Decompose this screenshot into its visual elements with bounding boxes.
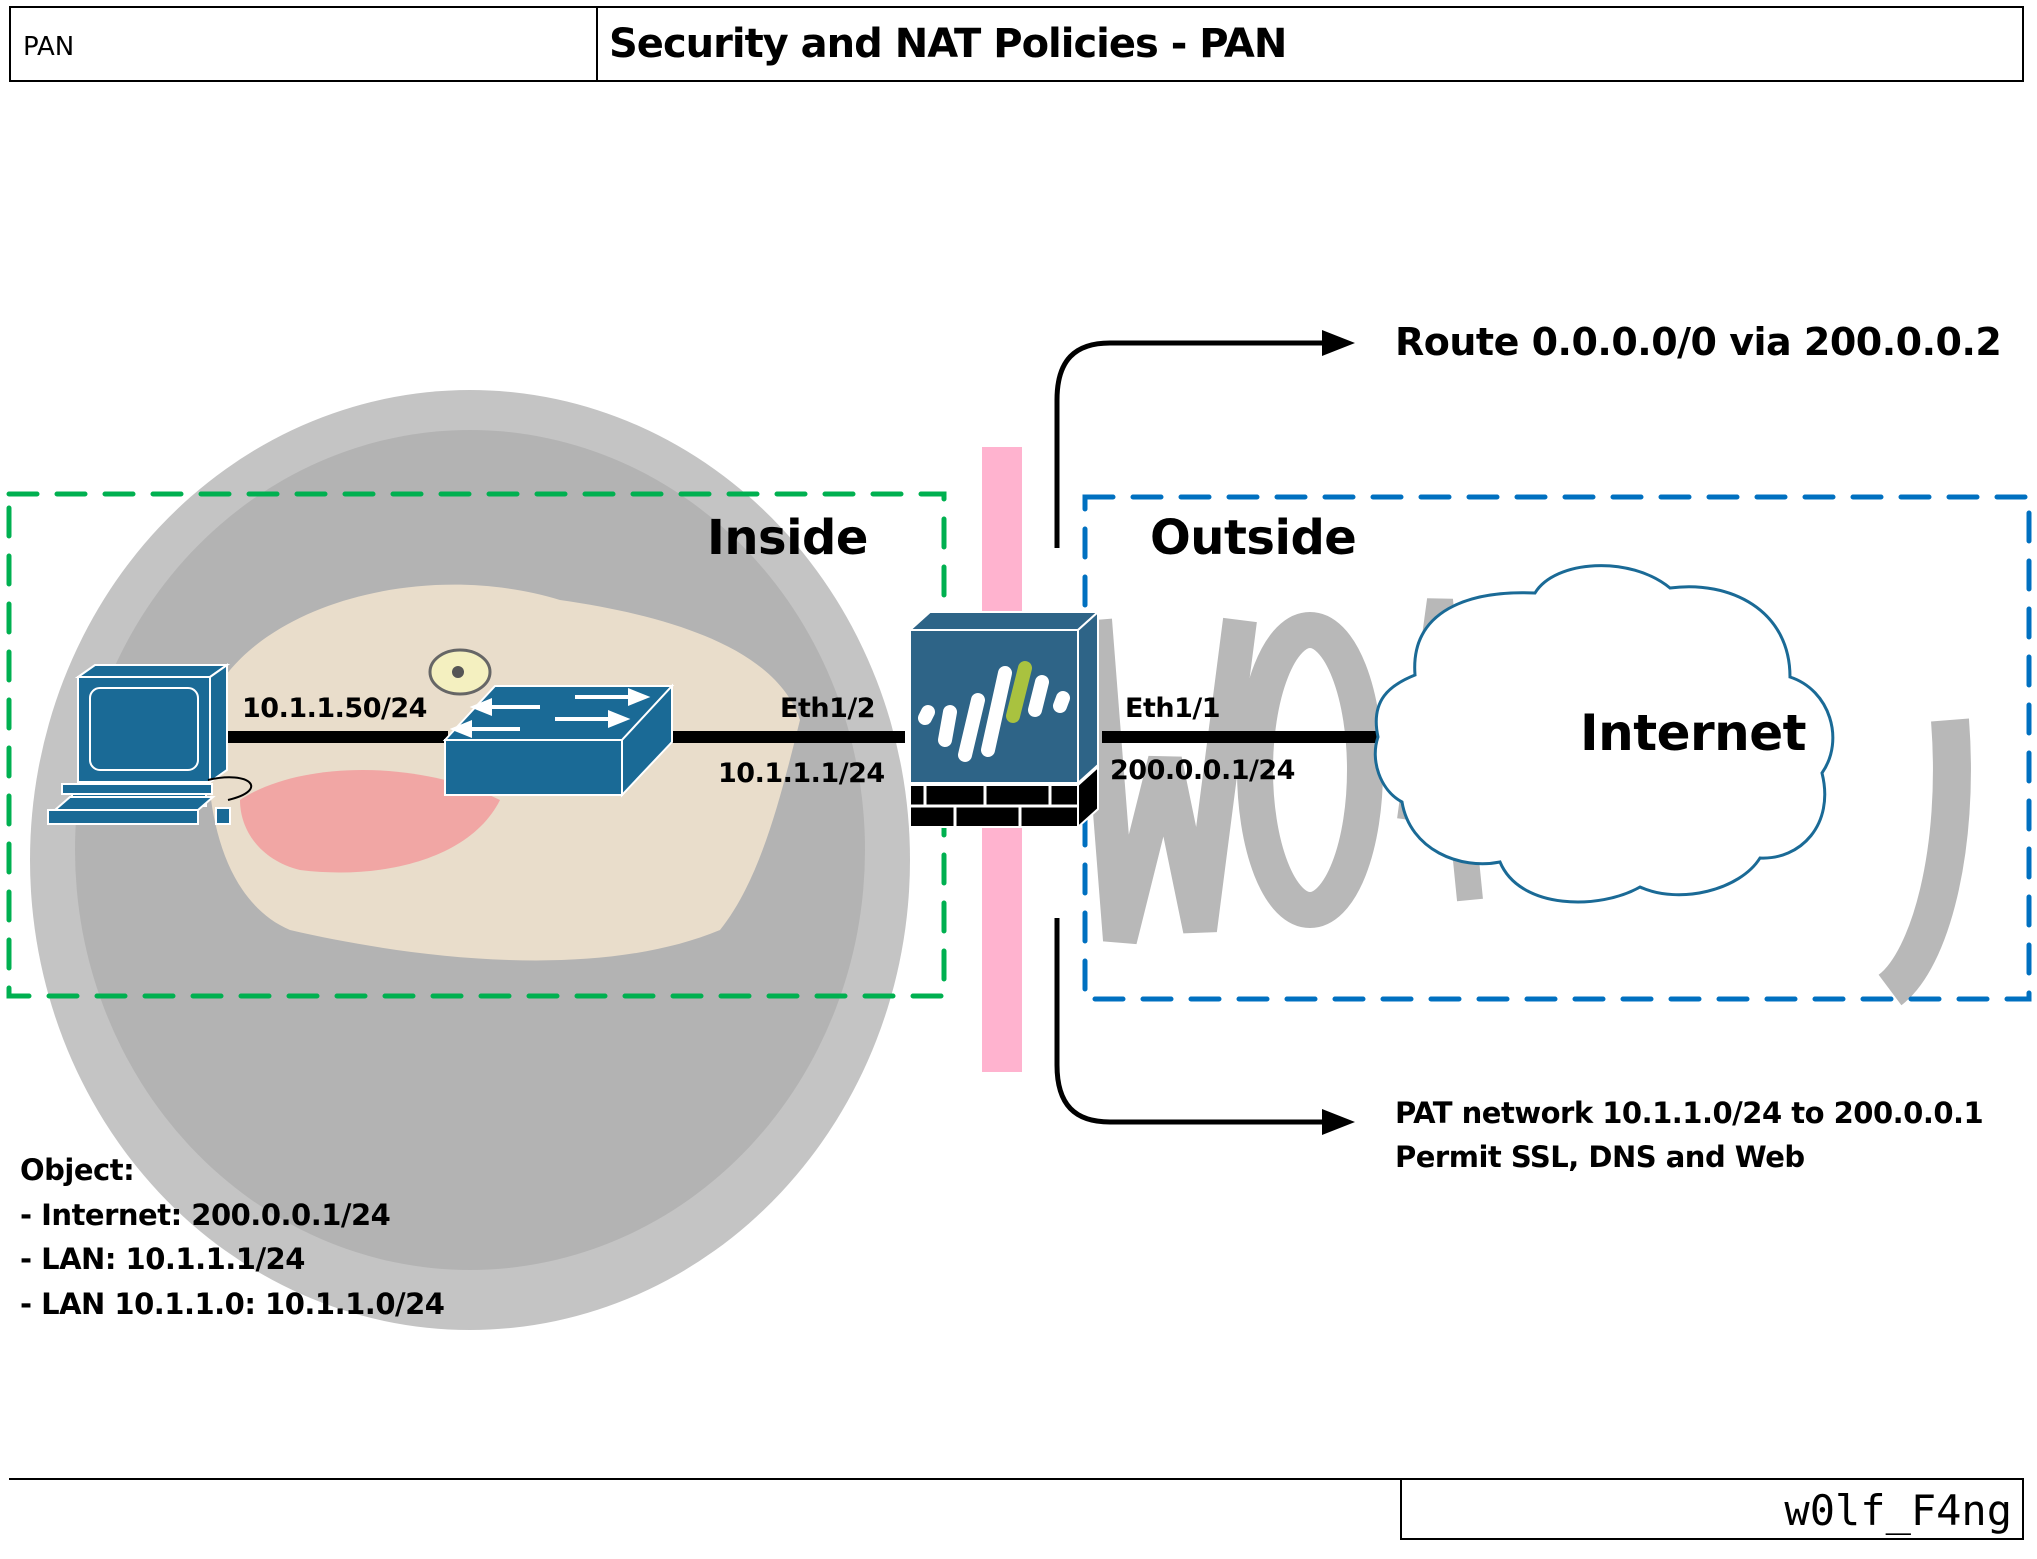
- wolf-mouth: [240, 770, 500, 873]
- watermark-letter-o: [1237, 612, 1383, 928]
- pc-ip-label: 10.1.1.50/24: [242, 693, 427, 724]
- internet-cloud-label: Internet: [1580, 704, 1807, 762]
- network-switch-icon[interactable]: [442, 683, 675, 798]
- inside-ip-label: 10.1.1.1/24: [718, 758, 885, 789]
- outside-ip-label: 200.0.0.1/24: [1110, 755, 1295, 786]
- footer-author-box: w0lf_F4ng: [1400, 1478, 2024, 1540]
- nat-annotation-line2: Permit SSL, DNS and Web: [1395, 1140, 1805, 1174]
- object-item: - LAN 10.1.1.0: 10.1.1.0/24: [20, 1287, 445, 1321]
- desktop-computer-icon[interactable]: [47, 663, 253, 825]
- nat-arrow: [1054, 918, 1355, 1135]
- palo-alto-firewall-icon[interactable]: [907, 609, 1101, 830]
- wolf-pupil: [452, 666, 464, 678]
- nat-annotation-line1: PAT network 10.1.1.0/24 to 200.0.0.1: [1395, 1096, 1984, 1130]
- route-arrow: [1054, 330, 1355, 548]
- inside-zone-label: Inside: [707, 510, 868, 566]
- header-section-label: PAN: [23, 32, 75, 62]
- footer-divider: [9, 1478, 1404, 1480]
- objects-title: Object:: [20, 1153, 135, 1187]
- outside-zone-label: Outside: [1150, 510, 1357, 566]
- outside-interface-label: Eth1/1: [1125, 693, 1221, 724]
- watermark-letter-f: [1877, 718, 1971, 1006]
- footer-author: w0lf_F4ng: [1784, 1486, 2012, 1535]
- route-annotation: Route 0.0.0.0/0 via 200.0.0.2: [1395, 320, 2002, 364]
- header-bar: PAN Security and NAT Policies - PAN: [9, 6, 2024, 82]
- header-section-cell: PAN: [11, 8, 598, 80]
- internet-cloud-icon[interactable]: [1373, 564, 1835, 904]
- object-item: - Internet: 200.0.0.1/24: [20, 1198, 391, 1232]
- object-item: - LAN: 10.1.1.1/24: [20, 1242, 305, 1276]
- page-title: Security and NAT Policies - PAN: [609, 21, 1287, 67]
- inside-interface-label: Eth1/2: [780, 693, 876, 724]
- watermark-letter-w: [1078, 617, 1257, 945]
